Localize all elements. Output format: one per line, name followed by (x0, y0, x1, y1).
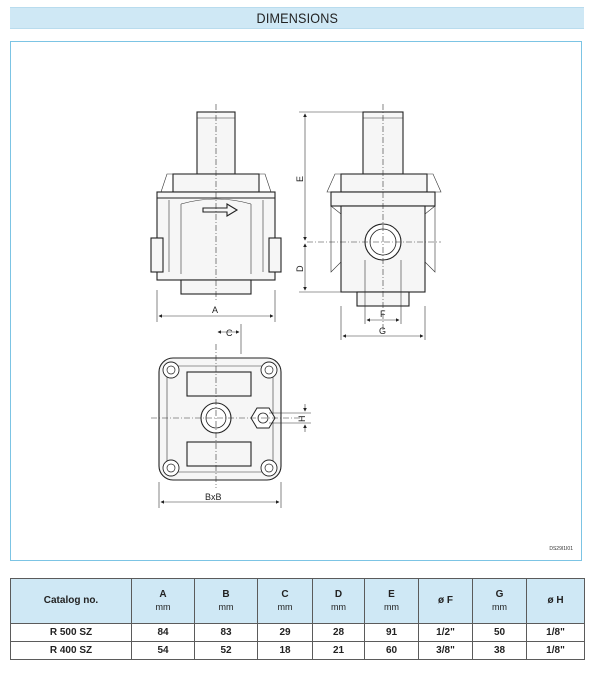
dim-label-e: E (295, 176, 305, 182)
cell-c: 18 (257, 641, 313, 660)
cell-e: 60 (364, 641, 419, 660)
front-view: A (150, 104, 282, 322)
cell-f: 3/8" (418, 641, 473, 660)
cell-d: 21 (312, 641, 365, 660)
dim-label-h: H (297, 416, 307, 423)
cell-f: 1/2" (418, 623, 473, 642)
dim-label-d: D (295, 265, 305, 272)
drawing-code: DS29I1I01 (549, 546, 573, 552)
top-view: C H BxB (151, 324, 311, 508)
section-title: DIMENSIONS (256, 10, 338, 26)
cell-b: 52 (194, 641, 258, 660)
cell-g: 50 (472, 623, 527, 642)
header-catalog: Catalog no. (10, 578, 132, 624)
cell-d: 28 (312, 623, 365, 642)
technical-drawing: A E D (150, 104, 442, 508)
cell-c: 29 (257, 623, 313, 642)
table-row: R 400 SZ 54 52 18 21 60 3/8" 38 1/8" (10, 641, 585, 660)
dim-label-c: C (226, 328, 233, 338)
side-view: E D F G (295, 104, 442, 340)
dim-label-a: A (212, 305, 218, 315)
dim-label-bxb: BxB (205, 492, 222, 502)
cell-a: 54 (131, 641, 195, 660)
cell-a: 84 (131, 623, 195, 642)
cell-g: 38 (472, 641, 527, 660)
header-f: ø F (418, 578, 473, 624)
dim-label-f: F (380, 309, 386, 319)
cell-e: 91 (364, 623, 419, 642)
header-h: ø H (526, 578, 585, 624)
cell-h: 1/8" (526, 623, 585, 642)
technical-drawing-frame: A E D (10, 41, 582, 561)
cell-catalog: R 500 SZ (10, 623, 132, 642)
table-row: R 500 SZ 84 83 29 28 91 1/2" 50 1/8" (10, 623, 585, 642)
cell-h: 1/8" (526, 641, 585, 660)
section-title-bar: DIMENSIONS (10, 7, 584, 29)
cell-catalog: R 400 SZ (10, 641, 132, 660)
cell-b: 83 (194, 623, 258, 642)
dim-label-g: G (379, 326, 386, 336)
